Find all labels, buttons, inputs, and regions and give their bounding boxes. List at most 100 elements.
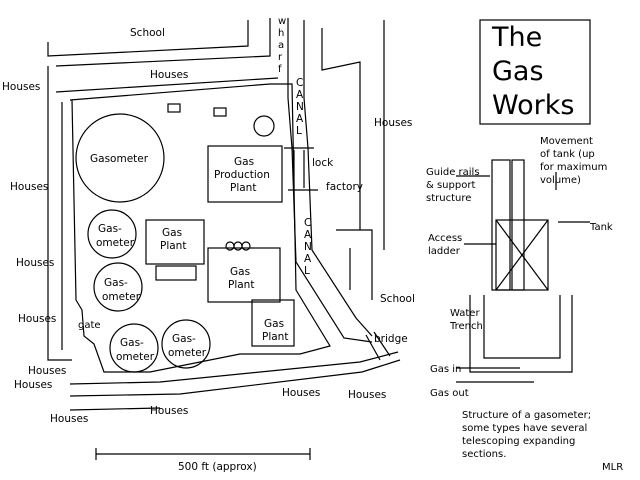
- canal-letter: A: [304, 229, 312, 241]
- factory-boundary: [321, 28, 361, 230]
- houses-left-label: Houses: [14, 379, 52, 391]
- small-building: [155, 265, 197, 281]
- houses-bottom-right-label: Houses: [348, 389, 386, 401]
- movement-label: volume): [540, 175, 581, 186]
- bridge-marker: [365, 334, 381, 361]
- title-line-1: The: [491, 22, 542, 53]
- gas-in-label: Gas in: [430, 364, 461, 375]
- canal-bank-west: [287, 18, 373, 343]
- houses-left-label: Houses: [10, 181, 48, 193]
- small-tank: [253, 115, 275, 137]
- gas-plant-label: Gas: [264, 318, 284, 330]
- gas-plant-building-1: [145, 219, 205, 265]
- gas-plant-label: Plant: [228, 279, 254, 291]
- scale-label: 500 ft (approx): [178, 461, 257, 473]
- houses-bottom-mid-label: Houses: [282, 387, 320, 399]
- street-outline-right: [336, 229, 373, 300]
- gas-plant-building-3: [251, 299, 295, 347]
- caption-line: some types have several: [462, 423, 587, 434]
- title-box: [479, 19, 591, 125]
- bridge-marker: [373, 331, 391, 357]
- signature: MLR: [602, 462, 623, 473]
- title-line-3: Works: [492, 90, 574, 121]
- gasometer-4: [161, 319, 211, 369]
- canal-letter: A: [296, 89, 304, 101]
- guide-rails-label: Guide rails: [426, 167, 480, 178]
- small-building: [213, 107, 227, 117]
- caption-line: Structure of a gasometer;: [462, 410, 591, 421]
- guide-rail-tower: [511, 159, 525, 291]
- wharf-letter: a: [278, 40, 284, 51]
- gate-label: gate: [78, 320, 101, 331]
- storage-drum: [241, 241, 251, 251]
- tank: [495, 219, 549, 291]
- storage-drum: [233, 241, 243, 251]
- gasometer-label: Gas-: [172, 333, 196, 345]
- access-ladder-label: Access: [428, 233, 462, 244]
- production-plant-label: Production: [214, 169, 270, 181]
- street-outline-left: [47, 66, 72, 361]
- water-trench: [469, 295, 573, 373]
- canal-letter: N: [304, 241, 312, 253]
- houses-right-label: Houses: [374, 117, 412, 129]
- houses-left-label: Houses: [16, 257, 54, 269]
- street-outline-top-inner: [55, 18, 271, 67]
- gasometer-label: Gas-: [104, 277, 128, 289]
- gasometer-big: [75, 113, 165, 203]
- houses-left-label: Houses: [2, 81, 40, 93]
- school-top-label: School: [130, 27, 165, 39]
- support-brace: [495, 219, 549, 291]
- street-outline-bottom-lower: [69, 407, 161, 411]
- houses-bottom-label: Houses: [150, 405, 188, 417]
- gas-plant-label: Gas: [230, 266, 250, 278]
- gasometer-label: ometer: [116, 351, 155, 363]
- gasometer-big-label: Gasometer: [90, 153, 149, 165]
- guide-rails-label: & support: [426, 180, 475, 191]
- street-outline-bottom-inner: [69, 359, 401, 397]
- lock-label: lock: [312, 157, 334, 169]
- guide-rails-label: structure: [426, 193, 471, 204]
- wharf-letter: w: [278, 16, 286, 27]
- wharf-letter: h: [278, 28, 284, 39]
- canal-bank-east: [303, 20, 373, 337]
- canal-letter: N: [296, 101, 304, 113]
- gasometer-label: ometer: [102, 291, 141, 303]
- water-trench-label: Trench: [449, 321, 483, 332]
- gasometer-3: [109, 323, 159, 373]
- houses-left-label: Houses: [18, 313, 56, 325]
- houses-bottom-left-label: Houses: [50, 413, 88, 425]
- storage-drum: [225, 241, 235, 251]
- small-building: [167, 103, 181, 113]
- movement-label: Movement: [540, 136, 593, 147]
- street-outline-top-lower: [55, 77, 279, 93]
- production-plant-label: Plant: [230, 182, 256, 194]
- gas-out-label: Gas out: [430, 388, 469, 399]
- water-trench-label: Water: [450, 308, 480, 319]
- canal-letter: A: [296, 113, 304, 125]
- gasometer-label: ometer: [168, 347, 207, 359]
- school-right-label: School: [380, 293, 415, 305]
- gasometer-label: Gas-: [98, 223, 122, 235]
- caption-line: telescoping expanding: [462, 436, 575, 447]
- street-outline-top: [47, 20, 249, 57]
- gasometer-label: ometer: [96, 237, 135, 249]
- tank-label: Tank: [589, 222, 613, 233]
- wharf-letter: f: [278, 64, 282, 75]
- canal-letter: C: [304, 217, 311, 229]
- movement-label: for maximum: [540, 162, 607, 173]
- gas-plant-label: Gas: [162, 227, 182, 239]
- gasometer-label: Gas-: [120, 337, 144, 349]
- houses-top-label: Houses: [150, 69, 188, 81]
- bridge-label: bridge: [374, 333, 408, 345]
- gasometer-2: [93, 262, 143, 312]
- gas-plant-label: Plant: [262, 331, 288, 343]
- caption-line: sections.: [462, 449, 506, 460]
- movement-label: of tank (up: [540, 149, 595, 160]
- production-plant-label: Gas: [234, 156, 254, 168]
- canal-letter: L: [304, 265, 310, 277]
- gasometer-1: [87, 209, 137, 259]
- canal-letter: L: [296, 125, 302, 137]
- wharf-letter: r: [278, 52, 283, 63]
- houses-left-label: Houses: [28, 365, 66, 377]
